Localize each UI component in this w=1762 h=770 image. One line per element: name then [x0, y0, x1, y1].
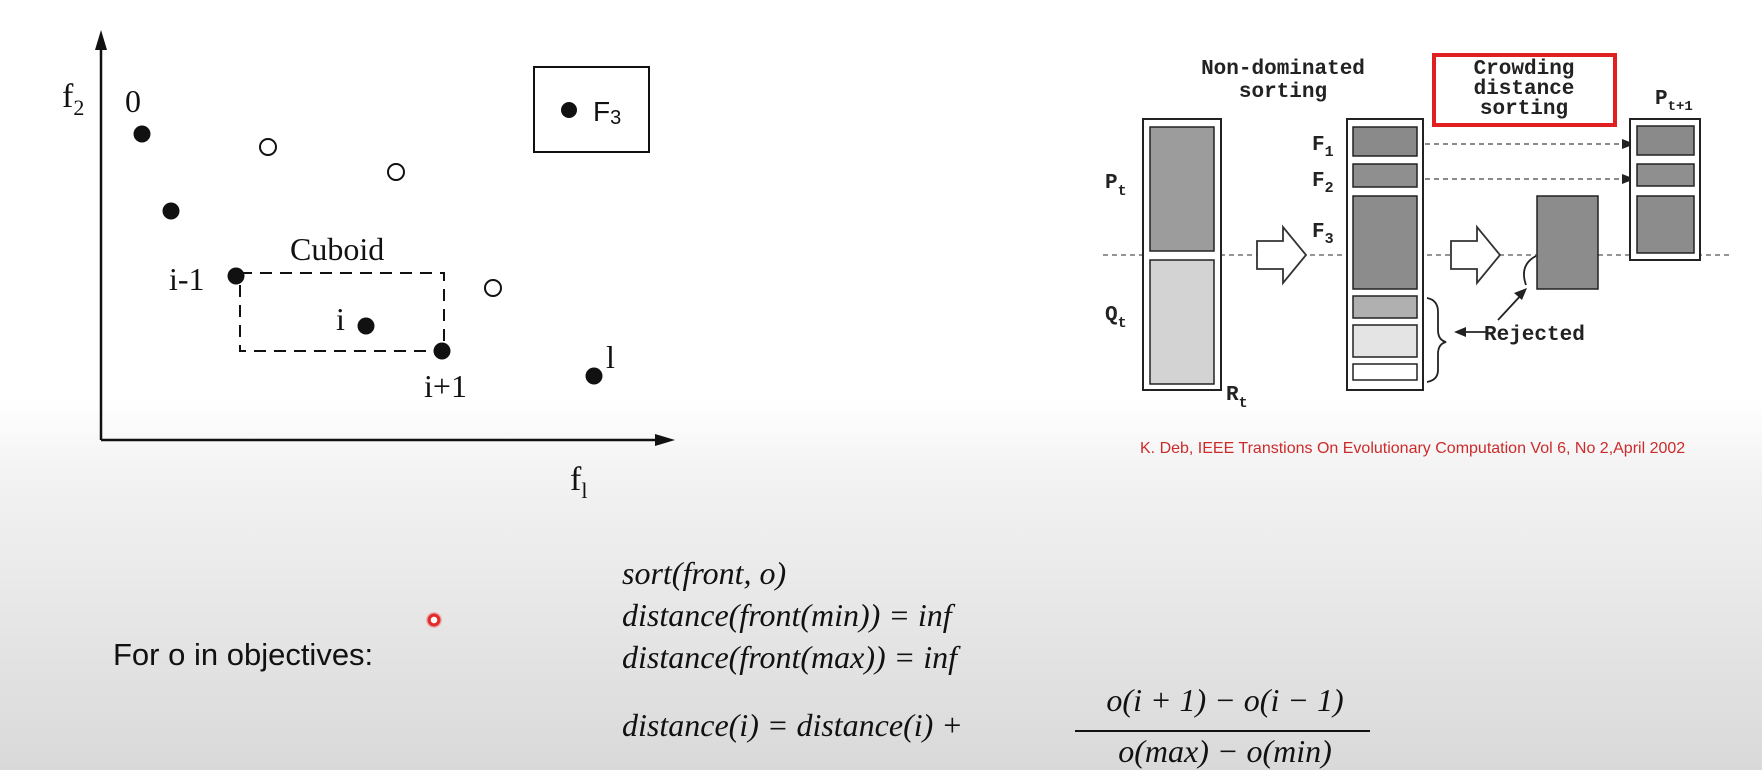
- sorted-front-3-block: [1536, 195, 1599, 290]
- x-axis-label: fl: [570, 461, 587, 503]
- label-last: l: [606, 339, 615, 375]
- pseudocode-line-min: distance(front(min)) = inf: [622, 597, 952, 633]
- pseudocode-line-update: distance(i) = distance(i) +: [622, 707, 963, 743]
- point-prev: [227, 267, 245, 285]
- fraction-bar: [1075, 730, 1370, 732]
- front-block-1: [1352, 126, 1418, 157]
- label-next-population: Pt+1: [1655, 88, 1693, 115]
- crowding-arrow: [1450, 224, 1502, 286]
- label-front-2: F2: [1312, 170, 1334, 197]
- point-current: [357, 317, 375, 335]
- front-block-4: [1352, 295, 1418, 319]
- point-next: [433, 342, 451, 360]
- front-block-2: [1352, 163, 1418, 188]
- parent-population-block: [1149, 126, 1215, 252]
- next-front-1-block: [1636, 125, 1695, 156]
- citation: K. Deb, IEEE Transtions On Evolutionary …: [1140, 440, 1686, 457]
- label-first: 0: [125, 83, 141, 119]
- offspring-population-block: [1149, 259, 1215, 385]
- open-point: [259, 138, 277, 156]
- x-axis-arrow: [655, 434, 675, 446]
- label-parent-population: Pt: [1105, 172, 1127, 200]
- next-front-2-block: [1636, 163, 1695, 187]
- front-block-5: [1352, 324, 1418, 358]
- heading-crowding: Crowding: [1474, 58, 1575, 81]
- open-point: [484, 279, 502, 297]
- nsga-diagram: Non-dominated sorting Crowding distance …: [1103, 53, 1732, 412]
- crowding-plot: f2 fl F3 Cuboid 0 i-1 i i+1 l: [62, 30, 675, 503]
- label-front-3: F3: [1312, 221, 1334, 248]
- rejected-brace: [1426, 297, 1447, 383]
- label-front-1: F1: [1312, 134, 1334, 161]
- heading-sorting: sorting: [1239, 81, 1327, 104]
- heading-crowding: sorting: [1480, 98, 1568, 121]
- crowding-highlight-box: [1432, 53, 1617, 127]
- loop-label: For o in objectives:: [113, 637, 374, 672]
- fraction-denominator: o(max) − o(min): [1118, 733, 1332, 769]
- fraction-numerator: o(i + 1) − o(i − 1): [1106, 682, 1344, 718]
- y-axis-label: f2: [62, 78, 84, 120]
- rejected-pointer: [1497, 292, 1524, 321]
- label-offspring-population: Qt: [1105, 304, 1127, 332]
- next-front-3-block: [1636, 195, 1695, 254]
- legend-box: [533, 66, 650, 153]
- y-axis-arrow: [95, 30, 107, 50]
- point: [162, 202, 180, 220]
- point-last: [585, 367, 603, 385]
- front-block-6: [1352, 363, 1418, 381]
- rejected-arrowhead: [1454, 327, 1466, 337]
- front-block-3: [1352, 195, 1418, 290]
- legend-label: F3: [593, 96, 621, 129]
- label-prev: i-1: [169, 261, 205, 297]
- front-2-arrowhead: [1622, 174, 1635, 184]
- cursor-pointer: [426, 612, 442, 628]
- label-current: i: [336, 301, 345, 337]
- heading-crowding: distance: [1474, 78, 1575, 101]
- front-1-arrowhead: [1622, 139, 1635, 149]
- label-combined-population: Rt: [1226, 384, 1248, 412]
- rejected-curve: [1523, 255, 1537, 286]
- label-next: i+1: [424, 368, 467, 404]
- label-rejected: Rejected: [1484, 324, 1585, 347]
- heading-sorting: Non-dominated: [1201, 58, 1365, 81]
- cuboid-box: [239, 272, 445, 352]
- open-point: [387, 163, 405, 181]
- rejected-pointer-head: [1514, 288, 1527, 300]
- legend-marker: [561, 102, 577, 118]
- sorting-arrow: [1256, 224, 1308, 286]
- pseudocode-line-max: distance(front(max)) = inf: [622, 639, 957, 675]
- cuboid-label: Cuboid: [290, 231, 384, 267]
- point-first: [133, 125, 151, 143]
- pseudocode-line-sort: sort(front, o): [622, 555, 787, 591]
